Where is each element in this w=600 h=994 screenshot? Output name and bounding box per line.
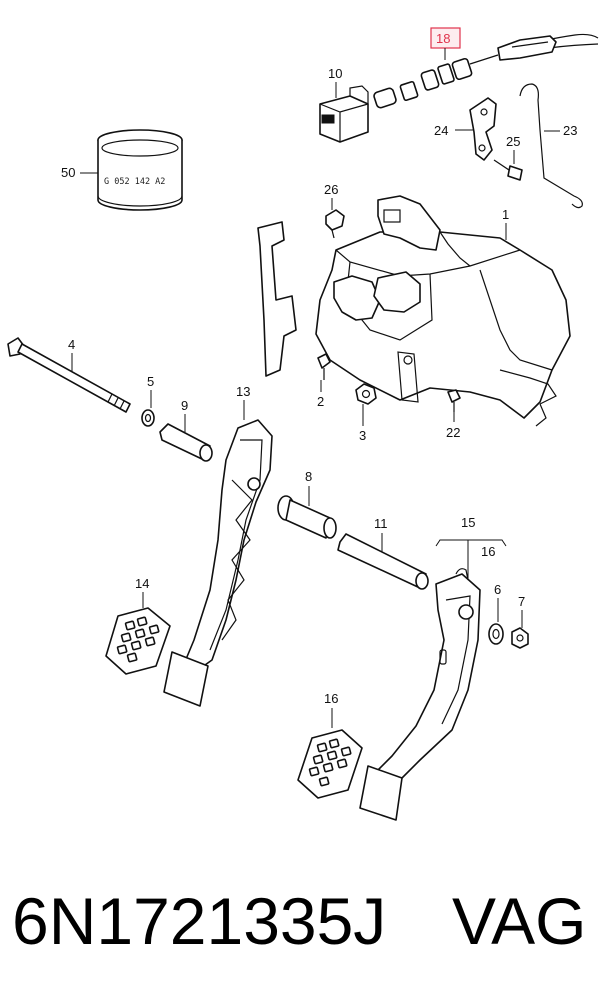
washer-6 (488, 623, 504, 645)
nut-3 (355, 383, 377, 405)
callout-7: 7 (518, 594, 525, 609)
callout-8: 8 (305, 469, 312, 484)
callout-26: 26 (324, 182, 338, 197)
callout-13: 13 (236, 384, 250, 399)
nut-7 (511, 627, 529, 649)
callout-11: 11 (374, 516, 388, 531)
callout-1: 1 (502, 207, 509, 222)
callout-24: 24 (434, 123, 448, 138)
callout-10: 10 (328, 66, 342, 81)
bolt-22 (447, 389, 461, 412)
callout-6: 6 (494, 582, 501, 597)
clip-26 (325, 209, 345, 239)
bolt-2 (317, 353, 331, 380)
screw-25 (493, 159, 523, 181)
wire-spring-23 (519, 83, 583, 209)
washer-5 (141, 409, 155, 427)
pedal-pad-16 (297, 729, 363, 799)
callout-50: 50 (61, 165, 75, 180)
long-bolt-4 (7, 337, 131, 413)
callout-25: 25 (506, 134, 520, 149)
callout-4: 4 (68, 337, 75, 352)
callout-23: 23 (563, 123, 577, 138)
pivot-sleeve-8 (277, 495, 337, 539)
callout-3: 3 (359, 428, 366, 443)
bracket-24 (469, 97, 497, 161)
brand-label: VAG (452, 884, 587, 958)
pedal-assembly-15 (359, 568, 481, 821)
bushing-11 (337, 533, 429, 590)
callout-14: 14 (135, 576, 149, 591)
callout-9: 9 (181, 398, 188, 413)
cable-assembly (373, 33, 599, 109)
callout-16-pad: 16 (324, 691, 338, 706)
callout-22: 22 (446, 425, 460, 440)
sleeve-50: G 052 142 A2 (97, 129, 183, 211)
callout-5: 5 (147, 374, 154, 389)
sleeve-stamp: G 052 142 A2 (104, 177, 165, 187)
callout-18: 18 (436, 31, 450, 46)
caption-bar: 6N1721335J VAG (0, 870, 600, 980)
callout-15: 15 (461, 515, 475, 530)
bushing-9 (159, 423, 213, 462)
callout-16-top: 16 (481, 544, 495, 559)
brake-light-switch-10 (319, 85, 369, 143)
callout-2: 2 (317, 394, 324, 409)
part-number: 6N1721335J (12, 884, 387, 958)
pedal-bracket-housing-1 (257, 195, 571, 427)
pedal-pad-14 (105, 607, 171, 675)
pedal-lever-13 (163, 419, 273, 707)
pedal-assembly-diagram: 18 10 G 052 142 A2 50 24 (7, 27, 599, 821)
